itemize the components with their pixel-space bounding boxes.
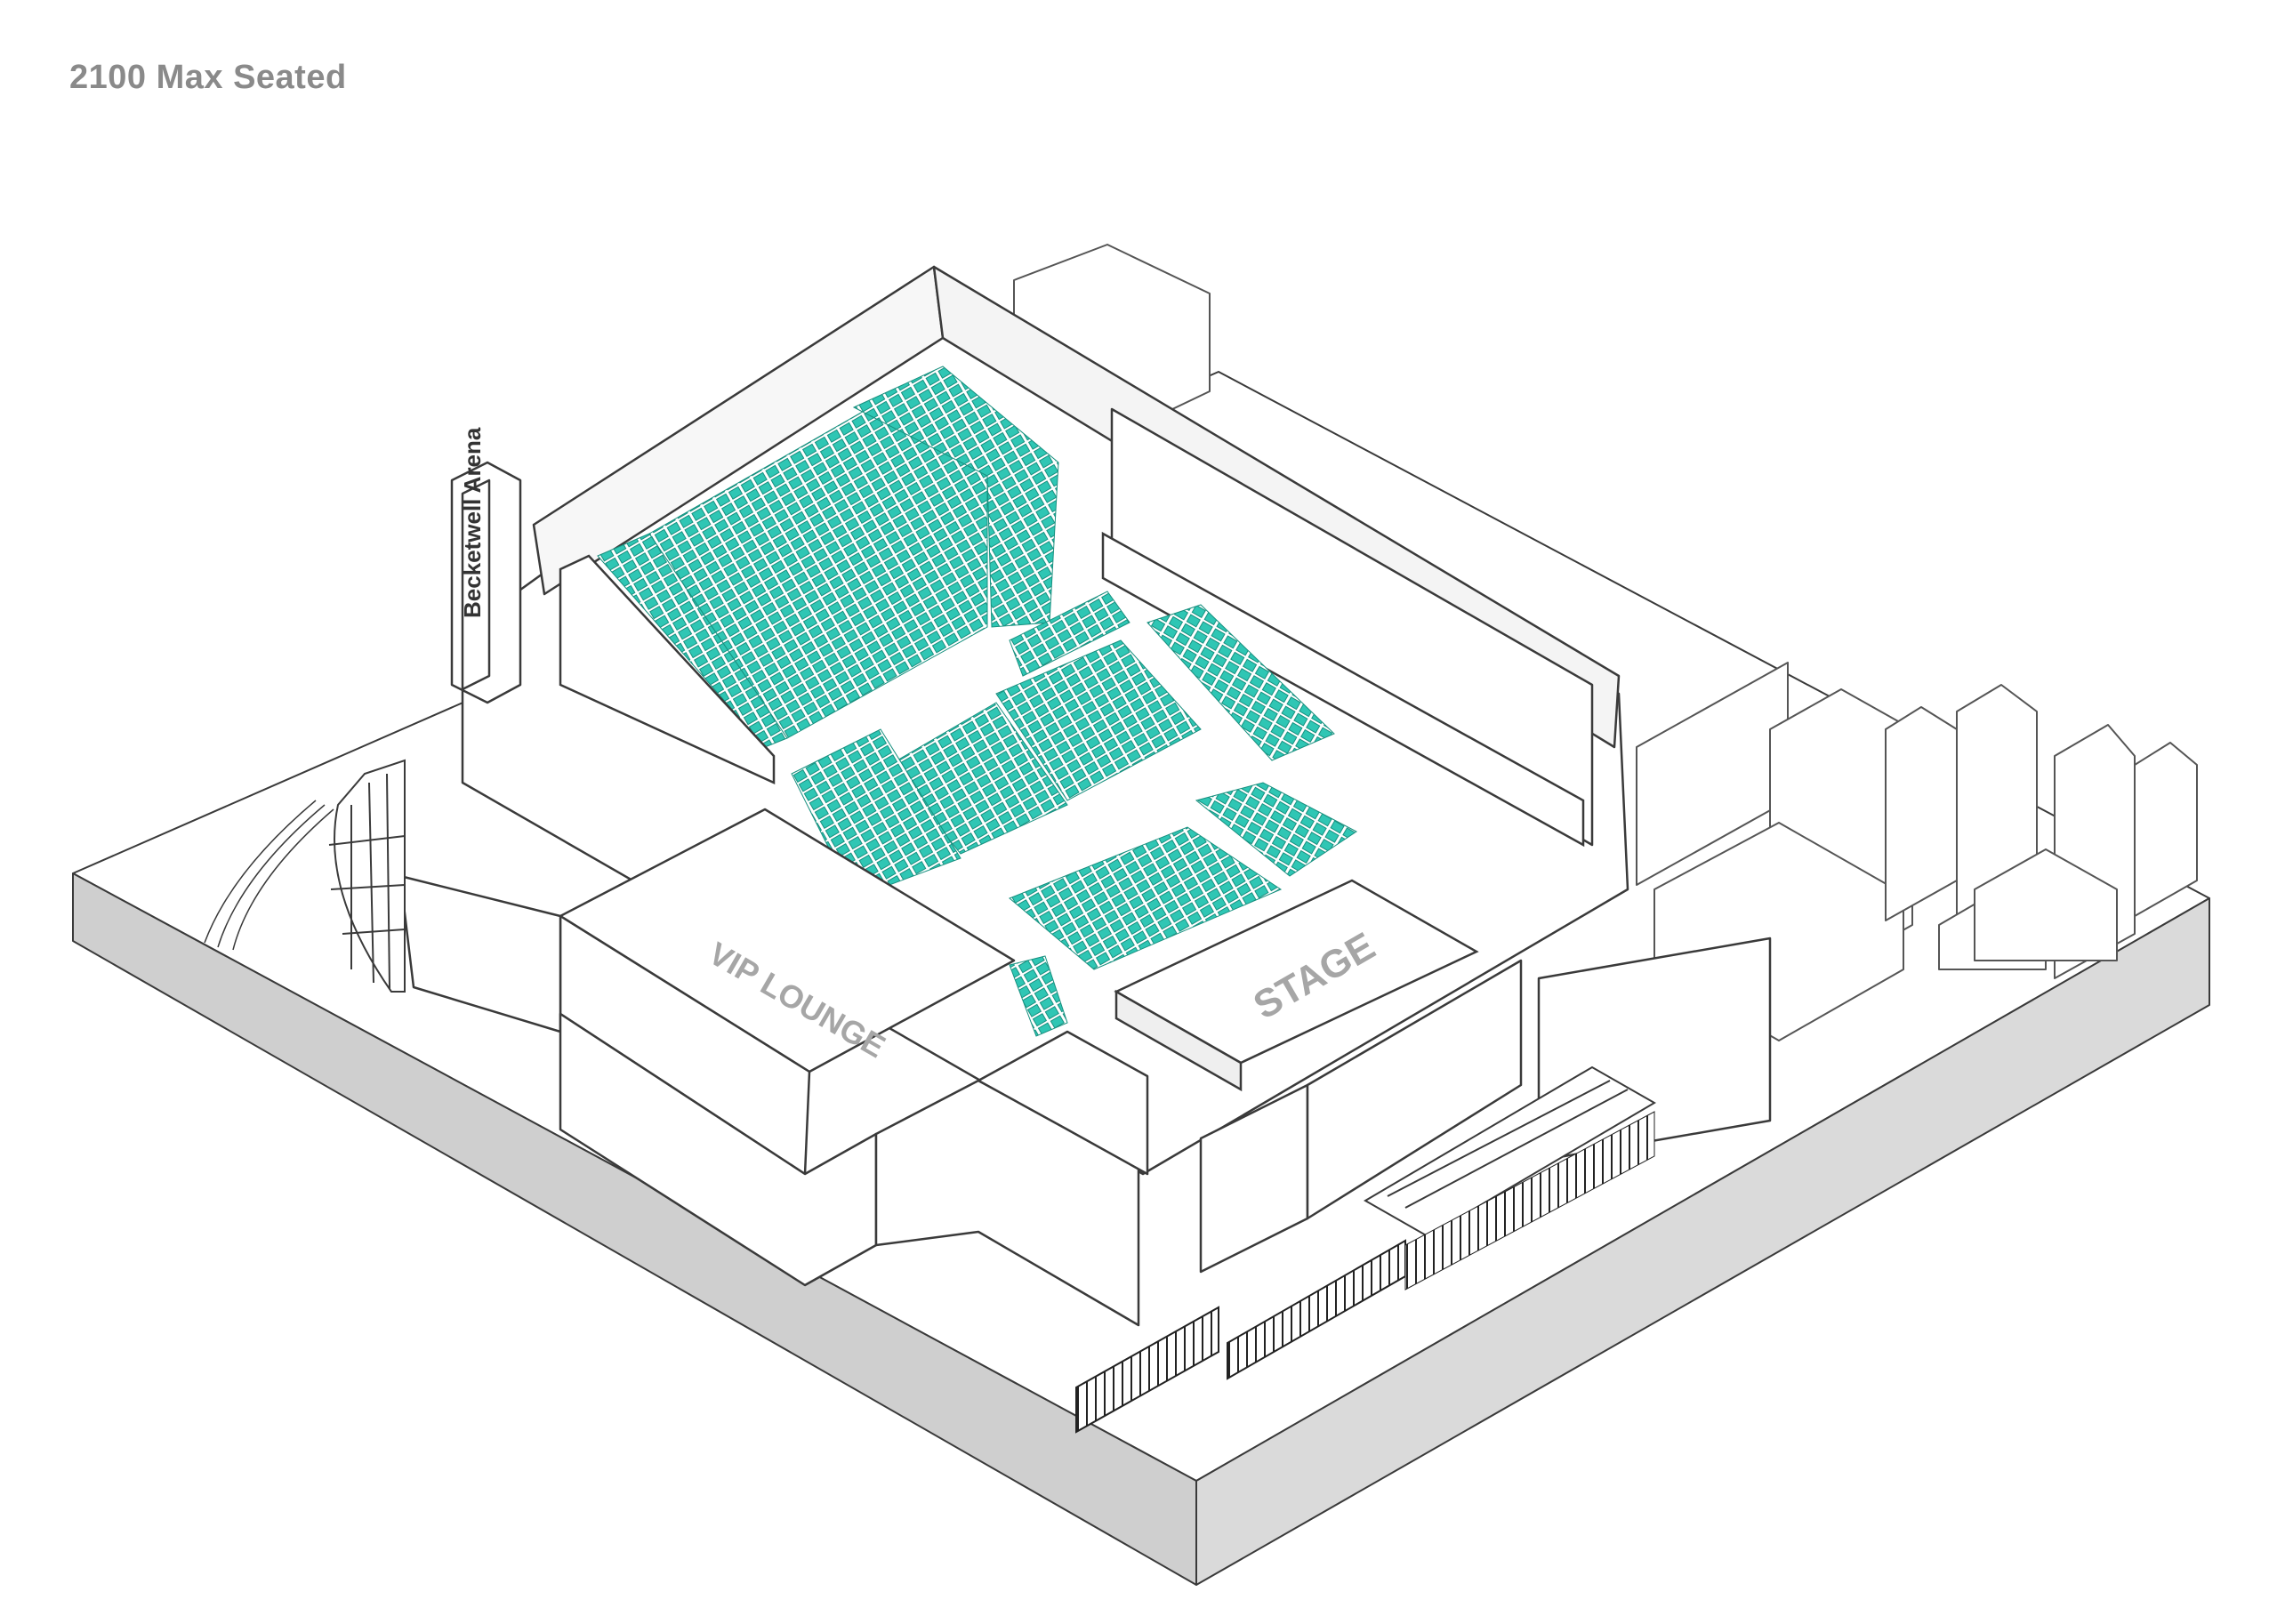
stage <box>1114 879 1479 1092</box>
glazed-atrium <box>328 759 406 993</box>
upper-tier-seating <box>597 366 1059 748</box>
page-title: 2100 Max Seated <box>69 59 347 96</box>
arena-sign: Becketwell Arena <box>459 427 486 618</box>
neighbouring-buildings <box>1636 662 2198 1041</box>
site-fence <box>1075 1111 1655 1434</box>
ramp-steps <box>204 800 334 951</box>
upper-gallery-walls <box>559 531 1585 848</box>
service-yard <box>1364 1065 1656 1238</box>
front-facade <box>398 874 1772 1327</box>
